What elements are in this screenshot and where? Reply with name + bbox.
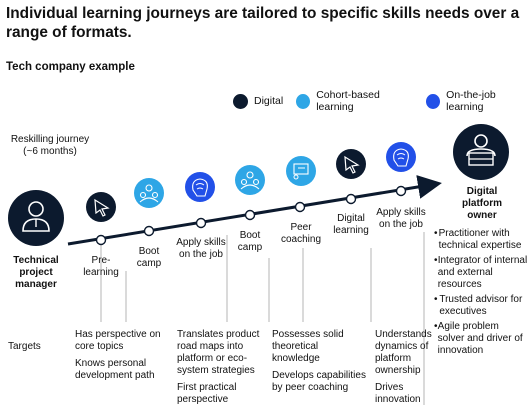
milestone-markers: [95, 185, 407, 246]
legend-cohort-label: Cohort-based learning: [316, 89, 380, 113]
legend-digital: Digital: [233, 89, 283, 113]
vertical-connectors: [100, 232, 425, 405]
legend-on-the-job-swatch: [426, 93, 441, 109]
journey-label: Reskilling journey (~6 months): [10, 134, 90, 157]
legend-cohort: Cohort-based learning: [296, 89, 413, 113]
step-5-label: Peer coaching: [280, 222, 322, 245]
target-item: Knows personal development path: [75, 358, 155, 381]
step-6-cursor-icon: [336, 149, 366, 179]
legend-digital-label: Digital: [254, 95, 284, 107]
legend: Digital Cohort-based learning On-the-job…: [233, 89, 530, 113]
target-group-3: Possesses solid theoretical knowledge De…: [272, 329, 366, 399]
start-role-label: Technical project manager: [13, 255, 59, 290]
step-2-group-icon: [134, 178, 164, 208]
end-role-bullets: •Practitioner with technical expertise •…: [434, 228, 528, 357]
step-2-label: Boot camp: [136, 246, 162, 269]
legend-digital-swatch: [233, 93, 248, 109]
target-item: Possesses solid theoretical knowledge: [272, 329, 344, 364]
chart-subtitle: Tech company example: [6, 61, 135, 73]
targets-label: Targets: [8, 341, 41, 352]
target-item: Drives innovation: [375, 382, 421, 405]
step-1-cursor-icon: [86, 192, 116, 222]
end-role-label: Digital platform owner: [462, 186, 502, 221]
end-bullet: •Practitioner with technical expertise: [434, 228, 522, 251]
step-4-label: Boot camp: [237, 230, 263, 253]
target-item: Develops capabilities by peer coaching: [272, 370, 366, 393]
target-item: First practical perspective: [177, 382, 237, 405]
target-item: Understands dynamics of platform ownersh…: [375, 329, 432, 376]
legend-on-the-job: On-the-job learning: [426, 89, 530, 113]
target-group-4: Understands dynamics of platform ownersh…: [375, 329, 435, 411]
end-person-icon: [453, 124, 509, 180]
step-3-brain-icon: [185, 172, 215, 202]
start-person-icon: [8, 190, 64, 246]
step-1-label: Pre- learning: [83, 255, 119, 278]
target-group-2: Translates product road maps into platfo…: [177, 329, 269, 411]
target-group-1: Has perspective on core topics Knows per…: [75, 329, 167, 387]
legend-on-the-job-label: On-the-job learning: [446, 89, 496, 113]
page-title: Individual learning journeys are tailore…: [6, 5, 520, 41]
step-7-label: Apply skills on the job: [376, 207, 426, 230]
target-item: Has perspective on core topics: [75, 329, 161, 352]
step-3-label: Apply skills on the job: [176, 237, 226, 260]
end-bullet: •Integrator of internal and external res…: [434, 255, 528, 290]
legend-cohort-swatch: [296, 93, 311, 109]
end-bullet: •Agile problem solver and driver of inno…: [434, 321, 523, 356]
step-4-group-icon: [235, 165, 265, 195]
step-7-brain-icon: [386, 142, 416, 172]
target-item: Translates product road maps into platfo…: [177, 329, 260, 376]
end-bullet: •Trusted advisor for executives: [434, 294, 523, 317]
step-5-board-icon: [286, 156, 316, 186]
step-6-label: Digital learning: [333, 213, 369, 236]
